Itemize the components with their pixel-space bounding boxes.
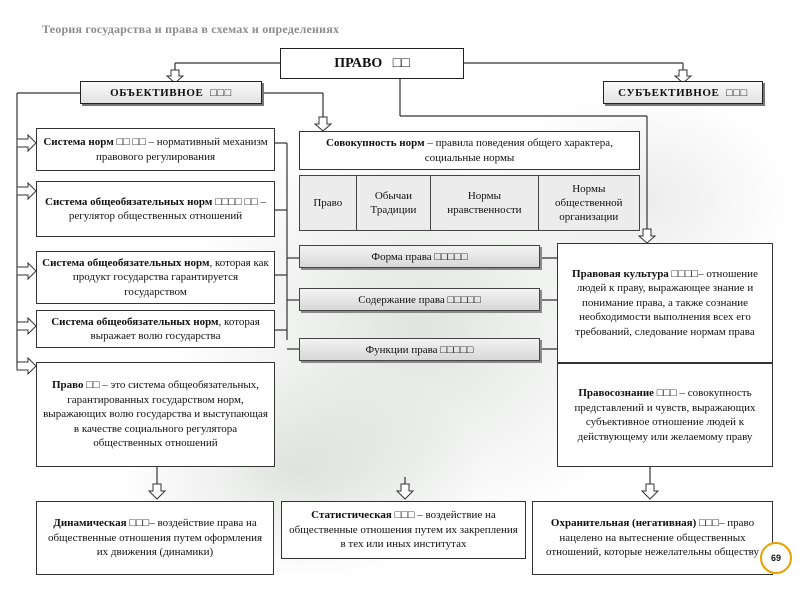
- forma-prava-box: Форма права □□□□□: [299, 245, 540, 268]
- dyn-bold: Динамическая □□□: [53, 517, 150, 530]
- pravo-label: ПРАВО: [334, 55, 383, 71]
- pravo-head: ПРАВО □□: [280, 48, 464, 79]
- ohr-rest: – право нацелено на вытеснение обществен…: [545, 517, 760, 559]
- funktsii-prava-box: Функции права □□□□□: [299, 338, 540, 361]
- objective-head: ОБЪЕКТИВНОЕ □□□: [80, 81, 262, 104]
- cell-nravstvennost: Нормы нравственности: [431, 176, 539, 230]
- page-number-badge: 69: [760, 542, 792, 574]
- box-pravovaya-kultura: Правовая культура □□□□– отношение людей …: [557, 243, 773, 363]
- b4-bold: Система общеобязательных норм: [51, 315, 219, 328]
- stat-rest: – воздействие на общественные отношения …: [289, 509, 518, 551]
- box-statisticheskaya: Статистическая □□□ – воздействие на обще…: [281, 501, 526, 559]
- kultura-bold: Правовая культура □□□□: [572, 267, 699, 280]
- b1-bold: Система норм □□ □□: [43, 136, 146, 148]
- slide-title: Теория государства и права в схемах и оп…: [42, 22, 340, 36]
- cell-organizatsii: Нормы общественной организации: [554, 183, 623, 223]
- box-sistema-norm: Система норм □□ □□ – нормативный механиз…: [36, 128, 275, 171]
- box-pravo-definition: Право □□ – это система общеобязательных,…: [36, 362, 275, 467]
- soznanie-rest: – совокупность представлений и чувств, в…: [574, 387, 756, 443]
- norms-grid: Право Обычаи Традиции Нормы нравственнос…: [299, 175, 640, 231]
- subjective-suffix: □□□: [726, 86, 748, 99]
- cell-pravo: Право: [300, 176, 357, 230]
- soderzhanie-prava-box: Содержание права □□□□□: [299, 288, 540, 311]
- box-volya-gosudarstva: Система общеобязательных норм, которая в…: [36, 310, 275, 348]
- objective-suffix: □□□: [210, 86, 232, 99]
- soznanie-bold: Правосознание □□□: [578, 387, 677, 399]
- b3-bold: Система общеобязательных норм: [42, 256, 210, 269]
- b4-rest: , которая выражает волю государства: [90, 315, 260, 343]
- b2-bold: Система общеобязательных норм □□□□ □□: [45, 195, 258, 208]
- sovokupnost-rest: – правила поведения общего характера, со…: [424, 137, 613, 164]
- kultura-rest: – отношение людей к праву, выражающее зн…: [575, 267, 758, 338]
- subjective-head: СУБЪЕКТИВНОЕ □□□: [603, 81, 763, 104]
- box-pravosoznanie: Правосознание □□□ – совокупность предста…: [557, 363, 773, 467]
- ohr-bold: Охранительная (негативная) □□□: [550, 517, 719, 530]
- objective-label: ОБЪЕКТИВНОЕ: [110, 86, 204, 99]
- pravo-suffix: □□: [392, 55, 410, 71]
- sovokupnost-bold: Совокупность норм: [326, 137, 425, 149]
- subjective-label: СУБЪЕКТИВНОЕ: [618, 86, 720, 99]
- dyn-rest: – воздействие права на общественные отно…: [47, 517, 263, 559]
- b1-rest: – нормативный механизм правового регулир…: [95, 136, 268, 163]
- b5-rest: – это система общеобязательных, гарантир…: [43, 379, 268, 450]
- b2-rest: – регулятор общественных отношений: [68, 195, 266, 223]
- box-produkt-gosudarstva: Система общеобязательных норм, которая к…: [36, 251, 275, 304]
- b5-bold: Право □□: [51, 379, 100, 392]
- box-sovokupnost-norm: Совокупность норм – правила поведения об…: [299, 131, 640, 170]
- box-regulyator: Система общеобязательных норм □□□□ □□ – …: [36, 181, 275, 237]
- cell-obychai: Обычаи Традиции: [357, 176, 432, 230]
- stat-bold: Статистическая □□□: [311, 509, 415, 522]
- box-dinamicheskaya: Динамическая □□□– воздействие права на о…: [36, 501, 274, 575]
- box-okhranitelnaya: Охранительная (негативная) □□□– право на…: [532, 501, 773, 575]
- b3-rest: , которая как продукт государства гарант…: [72, 256, 269, 298]
